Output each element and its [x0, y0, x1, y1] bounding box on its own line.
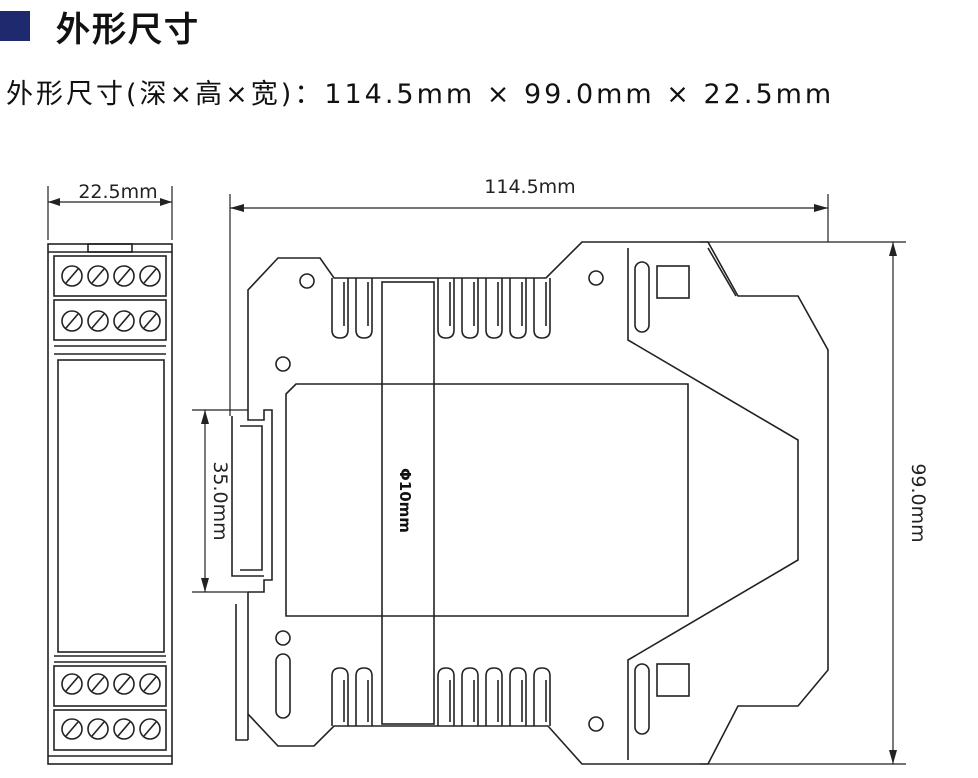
depth-dimension-label: 114.5mm — [484, 176, 575, 198]
dimension-spec-text: 外形尺寸(深×高×宽)：114.5mm × 99.0mm × 22.5mm — [6, 79, 835, 110]
hole-diameter-label: Φ10mm — [396, 468, 414, 533]
side-view: 114.5mm 99.0mm 35.0mm Φ10mm — [192, 176, 929, 765]
section-header: 外形尺寸 — [0, 2, 200, 50]
section-title: 外形尺寸 — [56, 9, 200, 50]
height-dimension-label: 99.0mm — [907, 463, 929, 542]
front-view: 22.5mm — [47, 181, 173, 765]
header-square-icon — [0, 11, 30, 41]
rail-dimension-label: 35.0mm — [209, 461, 231, 540]
width-dimension-label: 22.5mm — [78, 181, 157, 203]
